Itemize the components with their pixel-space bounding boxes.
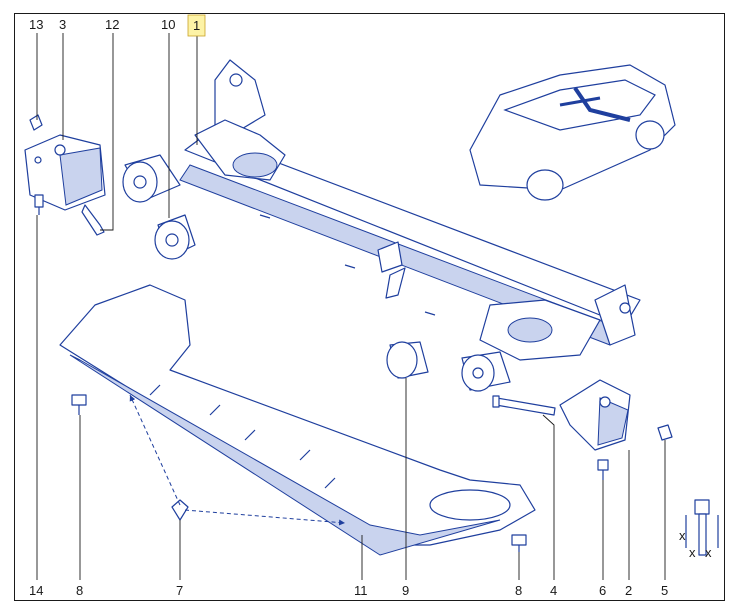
rear-axle-beam xyxy=(179,59,641,361)
bolt-6 xyxy=(597,459,609,480)
svg-text:8: 8 xyxy=(76,583,83,598)
underbody-shield xyxy=(59,284,536,556)
svg-text:13: 13 xyxy=(29,17,43,32)
measurement-label-x-bottom-right: x xyxy=(705,545,712,560)
callout-14: 14 xyxy=(26,582,48,598)
callout-6: 6 xyxy=(599,583,606,598)
svg-text:2: 2 xyxy=(625,583,632,598)
svg-text:12: 12 xyxy=(105,17,119,32)
callout-8-right: 8 xyxy=(515,583,522,598)
bushing-right-inner xyxy=(386,341,429,379)
callout-13: 13 xyxy=(26,17,48,33)
bushing-left-upper xyxy=(122,154,181,203)
svg-text:10: 10 xyxy=(161,17,175,32)
callout-3: 3 xyxy=(56,17,70,33)
leader-lines xyxy=(36,31,666,580)
callout-2: 2 xyxy=(625,583,632,598)
mounting-bracket-left xyxy=(24,134,106,211)
measurement-label-x-left: x xyxy=(679,528,686,543)
svg-text:3: 3 xyxy=(59,17,66,32)
callout-11: 11 xyxy=(354,583,368,598)
mounting-bracket-right xyxy=(559,379,631,451)
callout-12: 12 xyxy=(102,17,124,33)
callout-5: 5 xyxy=(661,583,668,598)
callout-1-highlighted: 1 xyxy=(187,14,206,37)
bolt-12 xyxy=(81,204,105,236)
measurement-label-x-bottom-left: x xyxy=(689,545,696,560)
svg-text:1: 1 xyxy=(193,18,200,33)
callout-10: 10 xyxy=(158,17,180,33)
svg-text:8: 8 xyxy=(515,583,522,598)
clip-7 xyxy=(171,499,189,521)
bolt-8-right xyxy=(511,534,527,552)
svg-text:7: 7 xyxy=(176,583,183,598)
bushing-right-outer xyxy=(461,351,511,392)
nut-13 xyxy=(29,114,43,131)
bolt-measurement-detail: x x x xyxy=(679,499,719,560)
svg-text:11: 11 xyxy=(354,583,368,598)
callout-7: 7 xyxy=(176,583,183,598)
callout-8-left: 8 xyxy=(76,583,83,598)
bolt-8-left xyxy=(71,394,87,415)
svg-text:5: 5 xyxy=(661,583,668,598)
callout-4: 4 xyxy=(550,583,557,598)
svg-text:14: 14 xyxy=(29,583,43,598)
svg-text:6: 6 xyxy=(599,583,606,598)
bolt-14 xyxy=(34,194,44,215)
car-location-illustration xyxy=(469,64,676,201)
diagram-frame xyxy=(14,13,725,601)
callout-9: 9 xyxy=(402,583,409,598)
svg-text:4: 4 xyxy=(550,583,557,598)
nut-5 xyxy=(657,424,673,441)
bushing-left-lower xyxy=(154,214,196,260)
bolt-4 xyxy=(492,395,556,416)
svg-text:9: 9 xyxy=(402,583,409,598)
